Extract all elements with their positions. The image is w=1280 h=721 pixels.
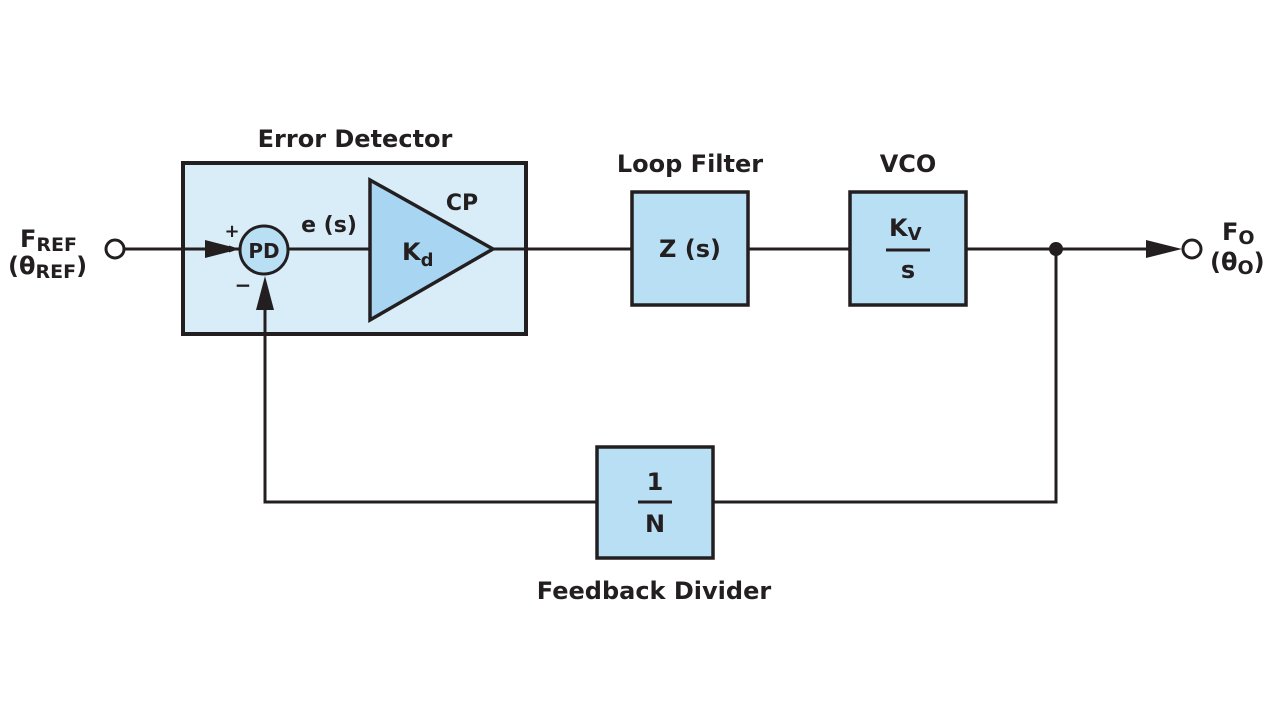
svg-text:(θO): (θO) [1210,248,1265,279]
error-signal-label: e (s) [301,213,357,238]
loop-filter-title: Loop Filter [617,150,763,178]
phase-detector-label: PD [248,239,279,263]
feedback-wire-right [713,249,1058,504]
output-arrow [1146,240,1182,258]
cp-label: CP [446,191,478,216]
input-terminal [104,238,126,260]
kd-label: Kd [402,238,434,271]
input-arrow [205,240,240,258]
svg-text:FREF: FREF [20,225,77,256]
svg-text:FO: FO [1222,218,1255,249]
vco-denominator: s [901,256,915,284]
vco-numerator: KV [889,214,922,245]
loop-filter-expr: Z (s) [659,235,721,263]
input-label: FREF (θREF) [8,225,87,283]
error-detector-title: Error Detector [258,125,453,153]
feedback-divider-title: Feedback Divider [537,577,772,605]
vco-title: VCO [880,150,937,178]
charge-pump-amplifier [368,177,497,324]
divider-numerator: 1 [647,468,664,496]
output-terminal [1181,238,1203,260]
minus-sign: − [235,273,252,297]
loop-filter-box [630,190,750,307]
feedback-wire-left [263,305,597,504]
plus-sign: + [224,221,239,242]
divider-denominator: N [645,510,665,538]
svg-text:(θREF): (θREF) [8,252,87,283]
feedback-arrow [256,276,274,310]
output-label: FO (θO) [1210,218,1265,279]
